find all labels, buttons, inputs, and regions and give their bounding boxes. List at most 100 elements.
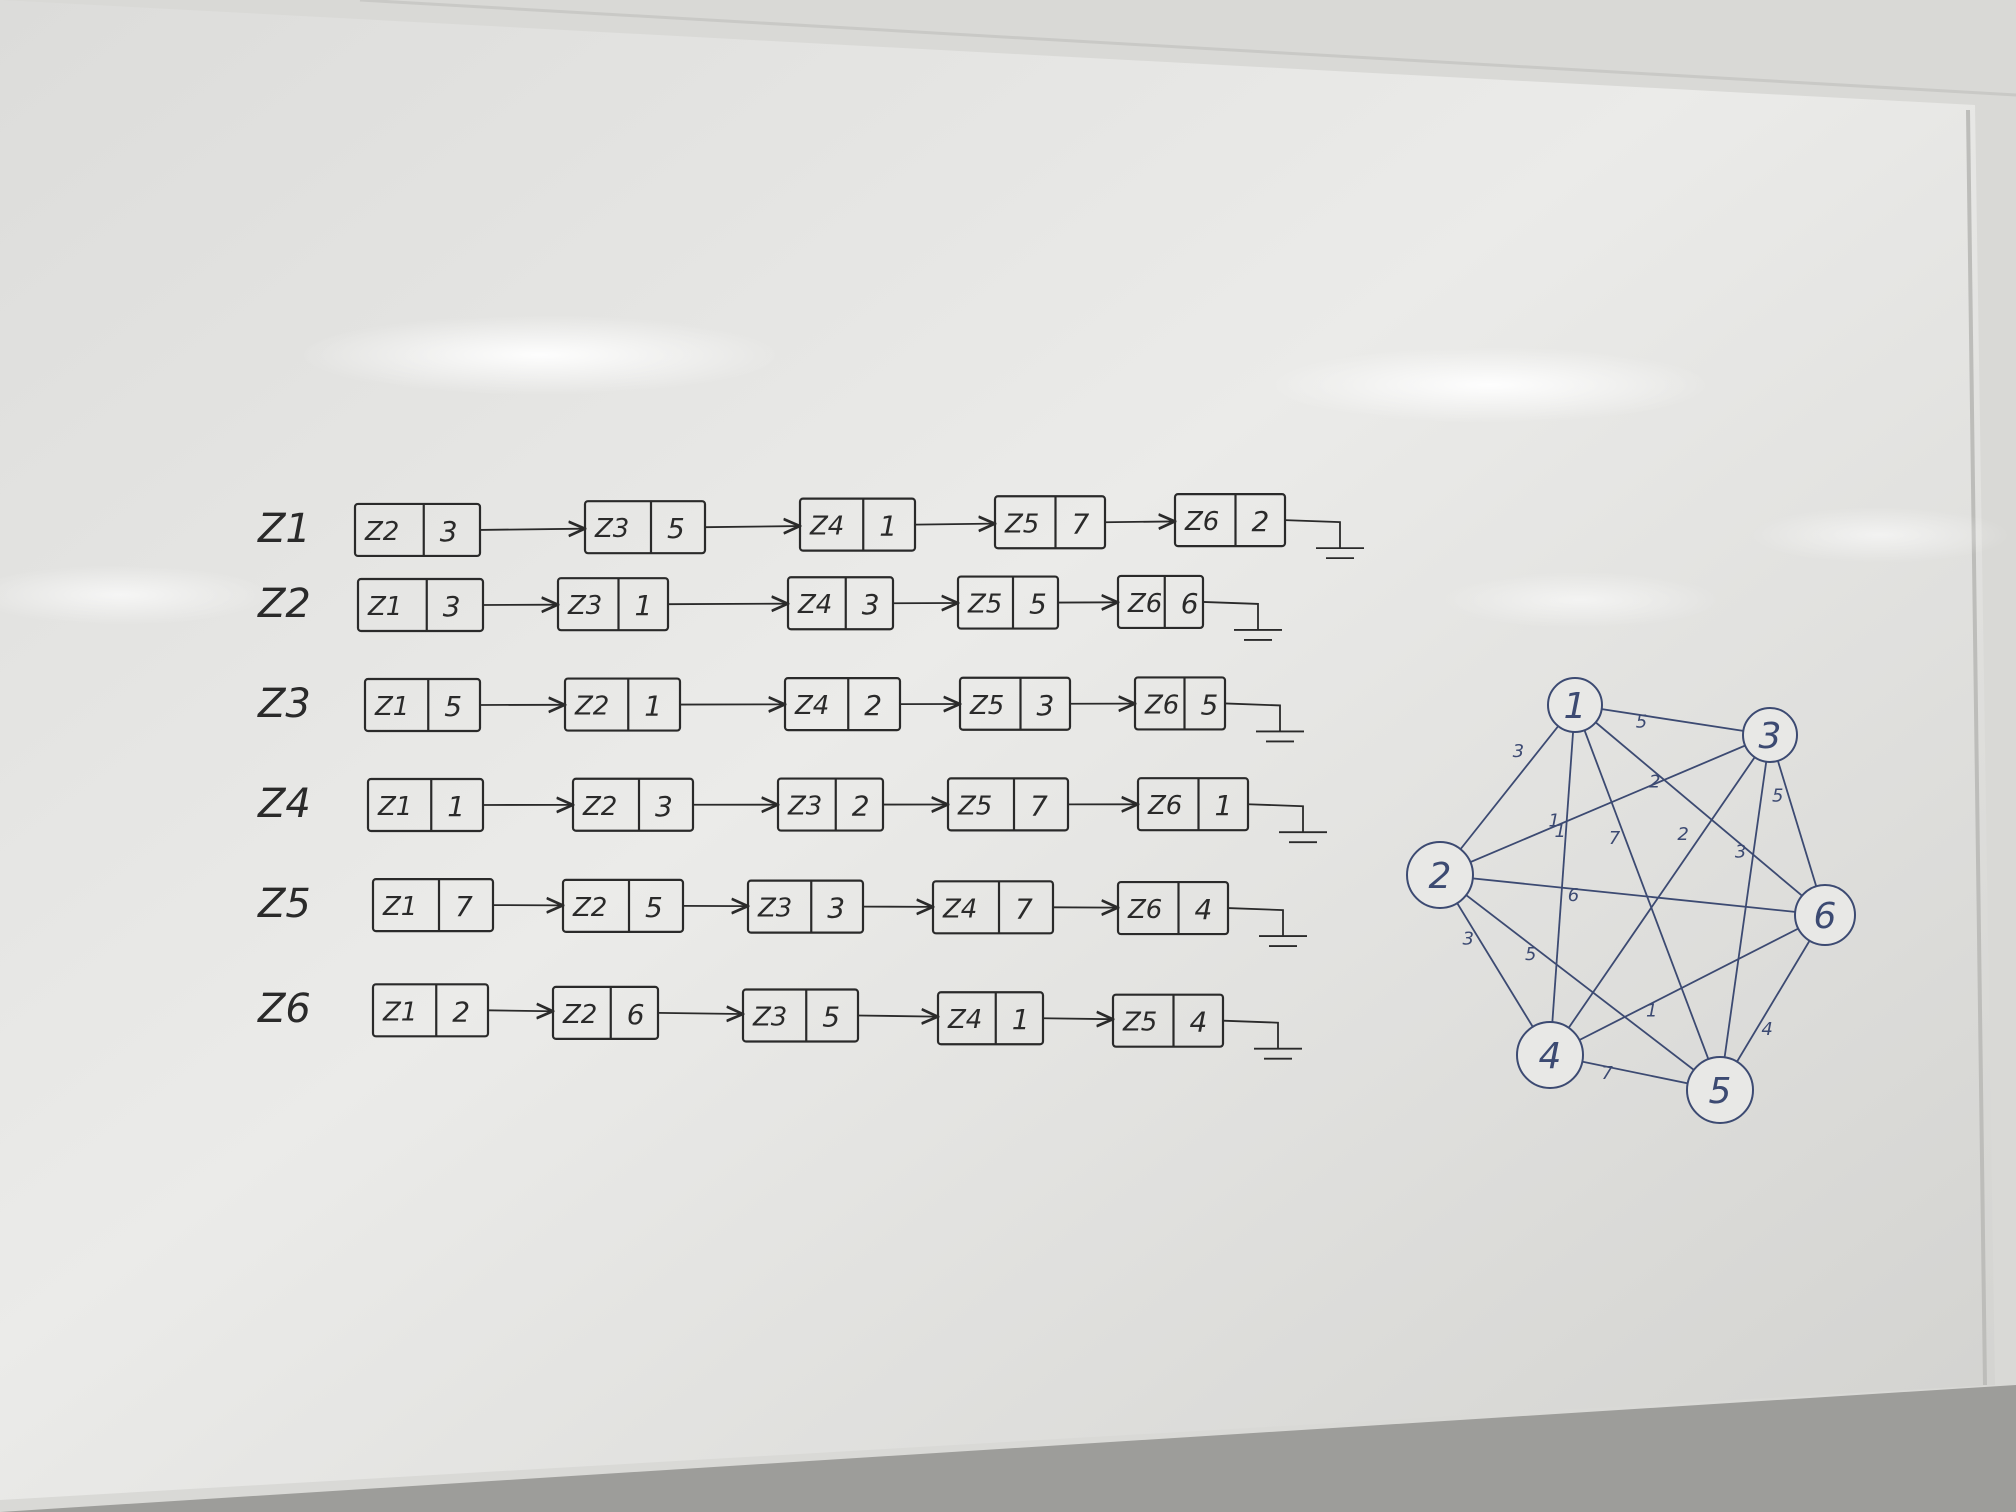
- list-node-name: Z4: [809, 512, 844, 542]
- graph-node-label: 5: [1709, 1071, 1732, 1112]
- list-node-weight: 5: [822, 1001, 840, 1034]
- edge-weight-label: 2: [1677, 824, 1688, 845]
- list-node-name: Z2: [562, 1000, 597, 1030]
- graph-node: 6: [1794, 884, 1856, 946]
- light-reflection: [1750, 507, 2010, 563]
- list-head-label: Z3: [257, 681, 311, 727]
- list-node-name: Z5: [967, 590, 1002, 620]
- list-node-weight: 2: [864, 689, 882, 722]
- light-reflection: [0, 565, 270, 625]
- list-node: Z5 5: [956, 575, 1060, 630]
- list-node: Z1 1: [366, 777, 485, 833]
- list-node-name: Z5: [969, 691, 1004, 721]
- list-node-name: Z3: [752, 1003, 787, 1033]
- list-node-name: Z6: [1147, 791, 1182, 821]
- list-head-label: Z4: [257, 781, 311, 827]
- list-node-weight: 5: [1029, 588, 1047, 621]
- list-node-name: Z2: [574, 692, 609, 722]
- graph-edge: [1549, 914, 1826, 1056]
- list-node-weight: 3: [1037, 689, 1055, 722]
- graph-edge: [1549, 704, 1576, 1056]
- graph-edge: [1574, 704, 1771, 736]
- list-node-weight: 5: [667, 512, 685, 545]
- list-node-weight: 6: [1181, 587, 1199, 620]
- graph-edge: [1719, 914, 1826, 1091]
- edge-weight-label: 3: [1735, 842, 1746, 863]
- graph-node-label: 6: [1814, 896, 1837, 937]
- edge-weight-label: 4: [1761, 1019, 1772, 1040]
- graph-node-label: 4: [1539, 1036, 1562, 1077]
- list-node-weight: 1: [1012, 1003, 1030, 1036]
- graph-node: 4: [1516, 1021, 1584, 1089]
- list-head-label: Z2: [257, 581, 311, 627]
- list-node-name: Z1: [377, 792, 412, 822]
- graph-edge: [1439, 704, 1576, 876]
- list-node-weight: 4: [1190, 1006, 1208, 1039]
- edge-weight-label: 5: [1525, 944, 1536, 965]
- edge-weight-label: 2: [1649, 772, 1660, 793]
- graph-edge: [1439, 734, 1771, 876]
- graph-node-circle: [1742, 707, 1798, 763]
- list-node-name: Z6: [1127, 589, 1162, 619]
- graph-node-circle: [1686, 1056, 1754, 1124]
- list-node-name: Z5: [957, 791, 992, 821]
- list-node-name: Z4: [797, 590, 832, 620]
- light-reflection: [300, 315, 780, 395]
- list-node-weight: 3: [827, 892, 845, 925]
- list-node-weight: 5: [1201, 688, 1219, 721]
- list-node-weight: 7: [1015, 892, 1033, 925]
- list-node-weight: 1: [447, 790, 465, 823]
- list-node-weight: 3: [655, 790, 673, 823]
- list-pointer-arrow: [857, 1016, 936, 1017]
- graph-edge: [1574, 704, 1826, 916]
- edge-weight-label: 7: [1609, 828, 1621, 849]
- edge-weight-label: 6: [1568, 885, 1579, 906]
- list-node-name: Z3: [594, 514, 629, 544]
- list-head-label: Z6: [257, 986, 311, 1032]
- list-head-label: Z1: [257, 506, 311, 552]
- list-node-weight: 2: [452, 995, 470, 1028]
- list-node-weight: 1: [644, 690, 662, 723]
- list-node-weight: 3: [443, 590, 461, 623]
- null-terminator-icon: [1202, 601, 1282, 641]
- list-node-weight: 1: [635, 589, 653, 622]
- list-node-weight: 1: [879, 510, 897, 543]
- list-node-weight: 2: [1252, 505, 1270, 538]
- list-node-name: Z1: [367, 592, 402, 622]
- edge-weight-label: 1: [1646, 1001, 1657, 1022]
- list-node: Z3 5: [583, 500, 707, 555]
- graph-edge: [1439, 874, 1721, 1091]
- list-node-weight: 4: [1195, 893, 1213, 926]
- graph-edge: [1549, 734, 1771, 1056]
- graph-edge: [1769, 734, 1826, 916]
- edge-weight-label: 7: [1601, 1063, 1613, 1084]
- list-node: Z3 5: [741, 988, 860, 1043]
- list-node-name: Z3: [787, 792, 822, 822]
- list-pointer-arrow: [704, 526, 798, 527]
- list-pointer-arrow: [1042, 1018, 1111, 1019]
- edge-weight-label: 5: [1636, 711, 1647, 732]
- graph-edge: [1439, 874, 1551, 1056]
- list-pointer-arrow: [657, 1013, 741, 1014]
- graph-node-circle: [1794, 884, 1856, 946]
- list-node-name: Z1: [374, 692, 409, 722]
- list-node-name: Z3: [757, 894, 792, 924]
- list-node: Z1 3: [356, 577, 485, 633]
- list-pointer-arrow: [914, 524, 993, 525]
- list-node: Z4 1: [798, 497, 917, 552]
- list-node-name: Z1: [382, 892, 417, 922]
- list-node-weight: 3: [440, 515, 458, 548]
- list-node-weight: 7: [1030, 789, 1048, 822]
- graph-edge: [1719, 734, 1771, 1091]
- list-node-name: Z4: [942, 894, 977, 924]
